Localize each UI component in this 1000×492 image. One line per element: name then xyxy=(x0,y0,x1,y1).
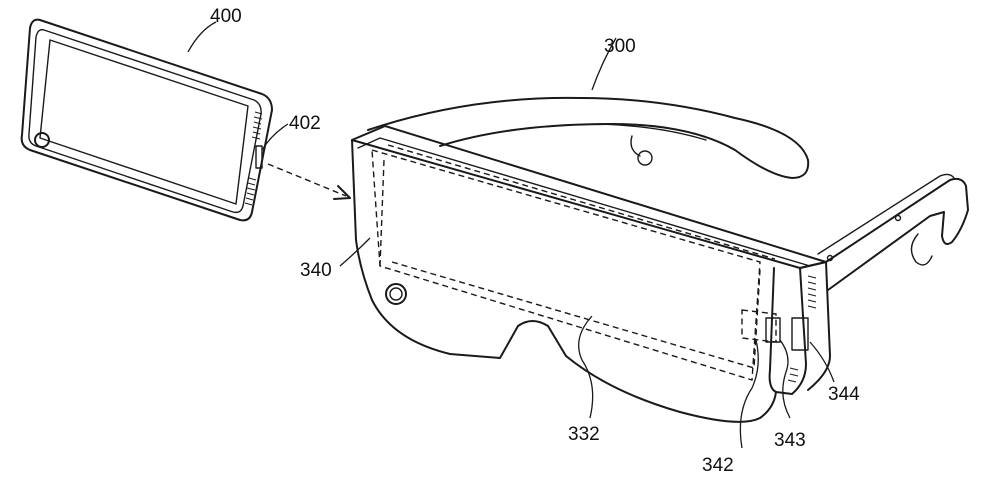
label-340: 340 xyxy=(300,260,332,281)
phone-device xyxy=(20,18,273,222)
speaker-grille-bottom xyxy=(244,177,257,206)
label-342: 342 xyxy=(702,455,734,476)
label-402: 402 xyxy=(289,113,321,134)
insertion-arrow xyxy=(267,163,351,200)
adjust-button-icon xyxy=(385,283,407,305)
label-332: 332 xyxy=(568,424,600,445)
headset xyxy=(351,96,969,423)
temple-arm xyxy=(825,177,969,291)
head-strap xyxy=(367,96,810,179)
earbud xyxy=(630,135,653,166)
speaker-grille-top xyxy=(251,111,263,140)
home-button-icon xyxy=(34,132,50,148)
label-300: 300 xyxy=(604,36,636,57)
connector-plug xyxy=(765,317,781,343)
front-housing xyxy=(351,125,827,269)
phone-connector xyxy=(255,145,263,169)
label-343: 343 xyxy=(774,430,806,451)
leader-lines xyxy=(187,21,835,449)
label-400: 400 xyxy=(210,6,242,27)
vent-grille xyxy=(787,275,817,383)
connector-port xyxy=(791,317,809,351)
label-344: 344 xyxy=(828,384,860,405)
display-slot xyxy=(371,149,761,381)
